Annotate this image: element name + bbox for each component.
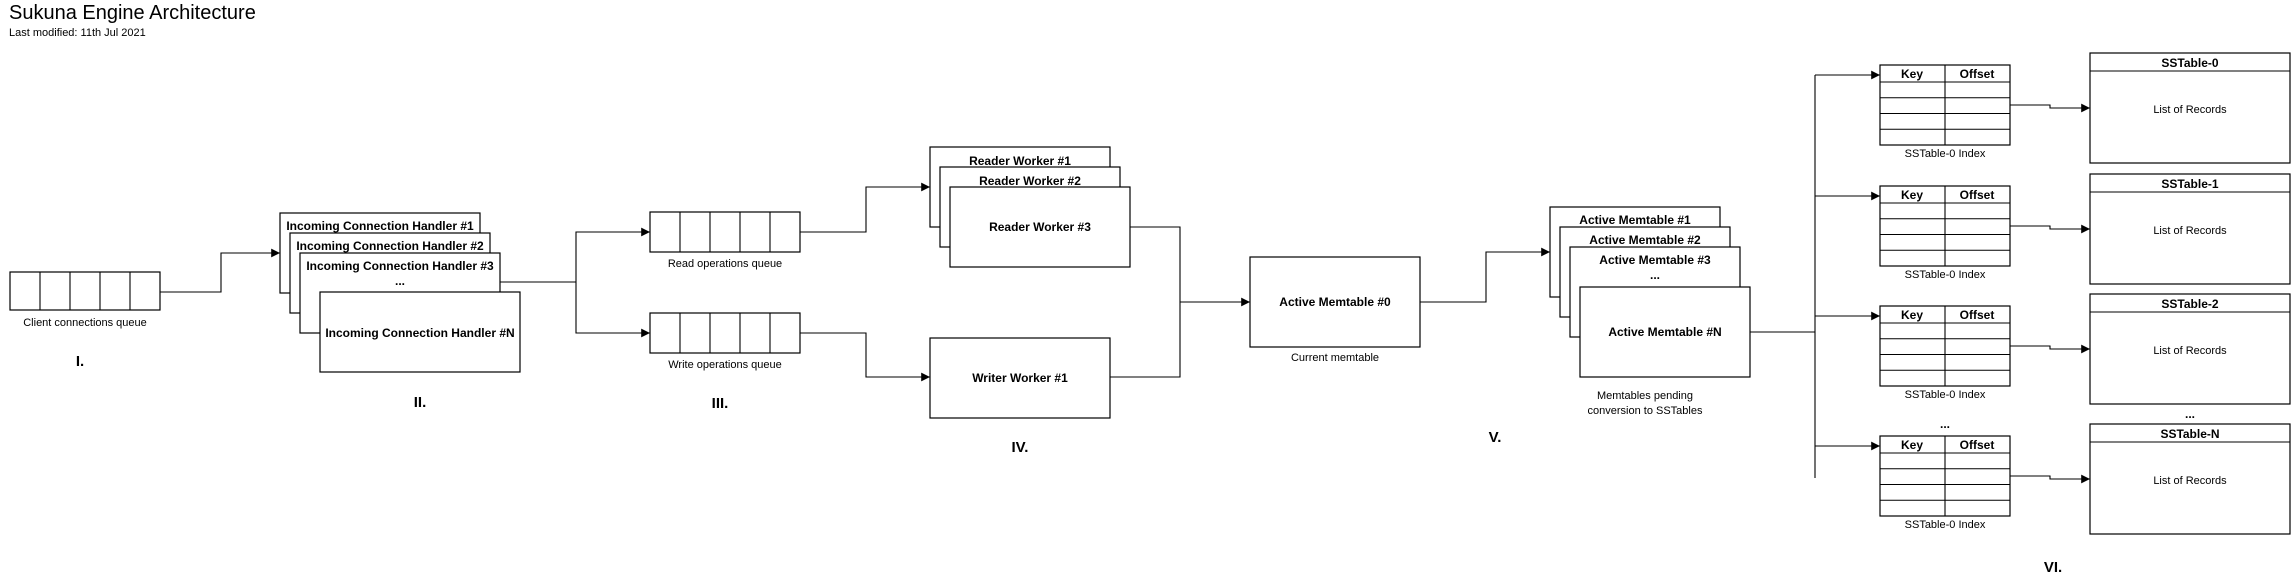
current-memtable-title: Active Memtable #0 [1279, 295, 1391, 309]
connector-queue-to-handlers [160, 248, 280, 293]
pending-memtable-ellipsis: ... [1650, 268, 1660, 282]
reader-1-label: Reader Worker #1 [969, 154, 1071, 168]
connector-write-queue-to-writer [800, 332, 930, 382]
connector-to-write-queue [575, 282, 650, 338]
writer-worker: Writer Worker #1 [929, 337, 1111, 419]
section-label-6: VI. [2044, 559, 2062, 576]
sstable-title: SSTable-N [2160, 427, 2219, 441]
section-label-2: II. [414, 394, 427, 411]
connection-handlers-stack: Incoming Connection Handler #1 Incoming … [279, 212, 521, 373]
connector-readers-out [1130, 226, 1181, 302]
handler-n-label: Incoming Connection Handler #N [325, 326, 514, 340]
section-label-5: V. [1489, 429, 1502, 446]
current-memtable: Active Memtable #0 Current memtable [1249, 256, 1421, 364]
handler-ellipsis: ... [395, 274, 405, 288]
sstable-ellipsis: ... [2185, 407, 2195, 421]
diagram-subtitle: Last modified: 11th Jul 2021 [9, 27, 146, 39]
section-label-3: III. [712, 395, 729, 412]
connector-index-to-sstable [2010, 344, 2090, 354]
pending-memtable-2-label: Active Memtable #2 [1589, 233, 1701, 247]
connector-index-to-sstable [2010, 224, 2090, 234]
client-connections-queue: Client connections queue [9, 271, 161, 329]
sstable-index-key-header: Key [1901, 438, 1923, 452]
connector-writer-out [1110, 302, 1181, 378]
sstable-index-offset-header: Offset [1960, 308, 1995, 322]
handler-2-label: Incoming Connection Handler #2 [296, 239, 484, 253]
pending-memtable-card-n [1579, 286, 1751, 378]
pending-memtable-n-label: Active Memtable #N [1608, 325, 1721, 339]
sstable-records-label: List of Records [2153, 475, 2227, 487]
sstable-index-label: SSTable-0 Index [1905, 389, 1986, 401]
read-queue-label: Read operations queue [668, 258, 782, 270]
write-queue-label: Write operations queue [668, 359, 782, 371]
sstable-records-label: List of Records [2153, 225, 2227, 237]
reader-card-3 [949, 186, 1131, 268]
sstable-index-offset-header: Offset [1960, 188, 1995, 202]
read-operations-queue: Read operations queue [649, 211, 801, 270]
sstable-index-label: SSTable-0 Index [1905, 269, 1986, 281]
pending-memtables-label-line-2: conversion to SSTables [1588, 405, 1703, 417]
sstable-index-key-header: Key [1901, 188, 1923, 202]
title-block: Sukuna Engine Architecture Last modified… [9, 2, 256, 39]
sstable-index-label: SSTable-0 Index [1905, 519, 1986, 531]
sstable-title: SSTable-0 [2161, 56, 2218, 70]
current-memtable-label: Current memtable [1291, 352, 1379, 364]
sstable-index-key-header: Key [1901, 67, 1923, 81]
writer-1-label: Writer Worker #1 [972, 371, 1068, 385]
pending-memtables-stack: Active Memtable #1 Active Memtable #2 Ac… [1549, 206, 1751, 378]
client-queue-label: Client connections queue [23, 317, 147, 329]
section-label-1: I. [76, 353, 84, 370]
sstable-index-offset-header: Offset [1960, 438, 1995, 452]
sstable-index-key-header: Key [1901, 308, 1923, 322]
sstable-index-offset-header: Offset [1960, 67, 1995, 81]
sstable-records-label: List of Records [2153, 104, 2227, 116]
current-memtable-box [1249, 256, 1421, 348]
connector-index-to-sstable [2010, 474, 2090, 484]
sstable-title: SSTable-1 [2161, 177, 2218, 191]
reader-3-label: Reader Worker #3 [989, 220, 1091, 234]
write-operations-queue: Write operations queue [649, 312, 801, 371]
reader-2-label: Reader Worker #2 [979, 174, 1081, 188]
sstable-title: SSTable-2 [2161, 297, 2218, 311]
sstable-index-label: SSTable-0 Index [1905, 148, 1986, 160]
pending-memtable-3-label: Active Memtable #3 [1599, 253, 1711, 267]
sstable-records-label: List of Records [2153, 345, 2227, 357]
connector-to-read-queue [575, 227, 650, 282]
pending-memtable-1-label: Active Memtable #1 [1579, 213, 1691, 227]
handler-card-n [319, 291, 521, 373]
connector-to-pending-memtables [1420, 247, 1550, 303]
writer-card-1 [929, 337, 1111, 419]
section-label-4: IV. [1012, 439, 1029, 456]
handler-3-label: Incoming Connection Handler #3 [306, 259, 494, 273]
sstable-index-ellipsis: ... [1940, 417, 1950, 431]
diagram-title: Sukuna Engine Architecture [9, 2, 256, 24]
connector-read-queue-to-readers [800, 182, 930, 233]
pending-memtables-label-line-1: Memtables pending [1597, 390, 1693, 402]
reader-workers-stack: Reader Worker #1 Reader Worker #2 Reader… [929, 146, 1131, 268]
connector-index-to-sstable [2010, 103, 2090, 113]
handler-1-label: Incoming Connection Handler #1 [286, 219, 474, 233]
